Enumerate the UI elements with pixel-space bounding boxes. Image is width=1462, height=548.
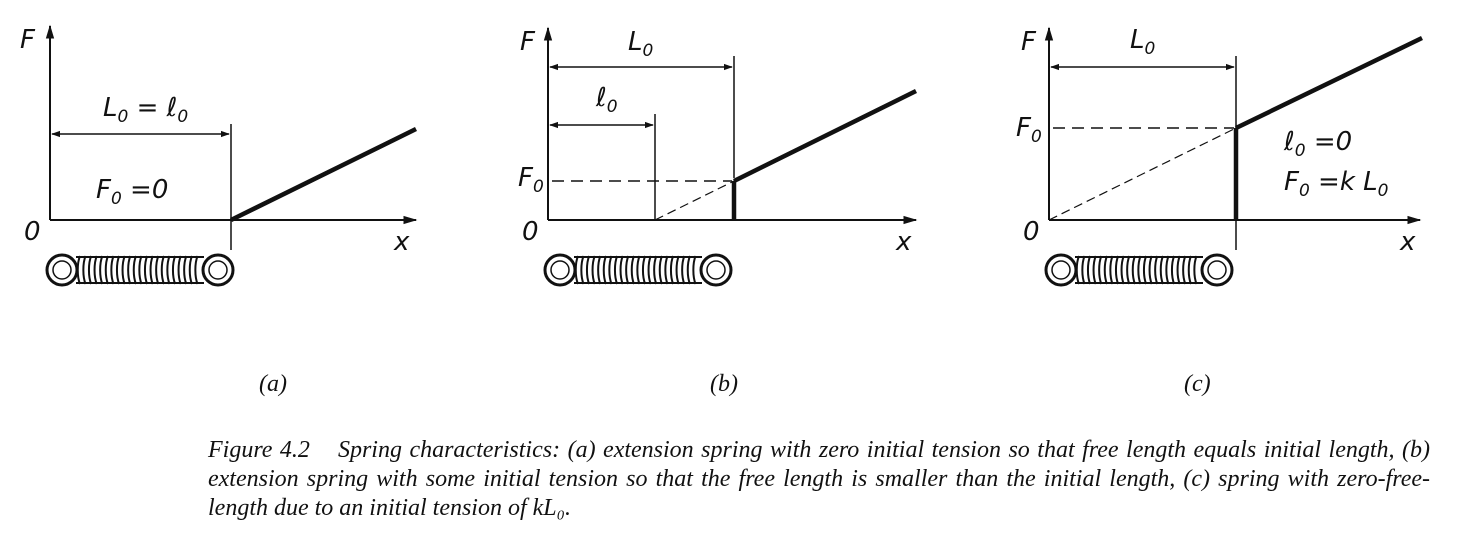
figure-label: Figure 4.2 [208,437,310,463]
origin-label: 0 [522,217,539,247]
free-length-note: ℓ0 =0 [1283,127,1352,161]
figure-caption-text: Spring characteristics: (a) extension sp… [208,437,1430,521]
force-curve [733,88,917,184]
spring-icon [45,253,235,287]
initial-length-label: L0 [1130,25,1155,59]
x-axis-label: x [895,227,912,257]
initial-tension-note: F0 =0 [96,175,168,209]
spring-icon [1044,253,1234,287]
force-curve [230,126,417,223]
panel-b: F x 0 L0 ℓ0 F0 (b) [518,26,918,397]
f-axis-label: F [1021,27,1037,57]
panel-a: F x 0 L0 = ℓ0 F0 =0 (a) [20,24,418,397]
extrapolation-dashed [1048,127,1237,221]
origin-label: 0 [1023,217,1040,247]
f0-tick-label: F0 [1016,113,1042,147]
panel-c: F x 0 L0 F0 ℓ0 =0 F0 =k L0 (c) [1016,25,1423,397]
panel-caption: (b) [710,371,738,397]
length-label: L0 = ℓ0 [103,93,188,127]
x-axis-label: x [1399,227,1416,257]
origin-label: 0 [24,217,41,247]
f-axis-label: F [20,25,36,55]
force-curve [1235,35,1423,131]
extrapolation-dashed [654,180,735,221]
free-length-label: ℓ0 [595,83,618,117]
panel-caption: (c) [1184,371,1211,397]
f-axis-label: F [520,27,536,57]
x-axis-label: x [393,227,410,257]
panel-caption: (a) [259,371,287,397]
f0-tick-label: F0 [518,163,544,197]
initial-length-label: L0 [628,27,653,61]
spring-icon [543,253,733,287]
initial-tension-note: F0 =k L0 [1284,167,1388,201]
